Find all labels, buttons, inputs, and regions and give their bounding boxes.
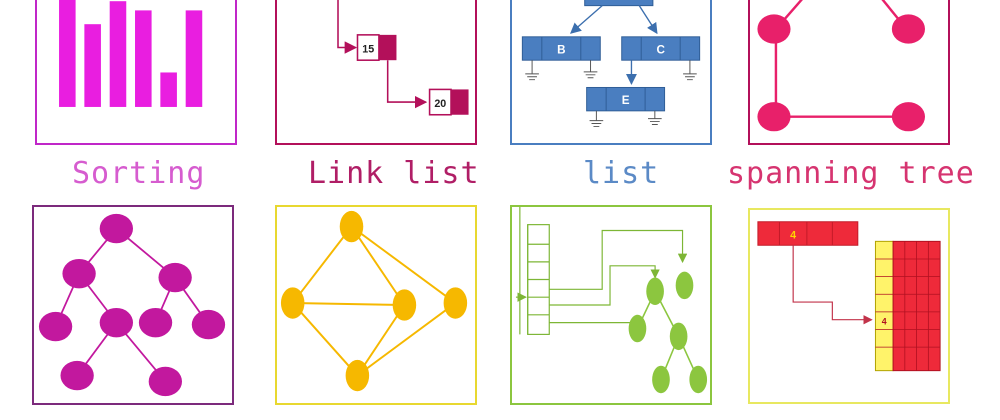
index-array bbox=[515, 207, 550, 335]
sort-bar bbox=[84, 24, 101, 107]
graph-node bbox=[757, 14, 791, 44]
tree-node-c: C bbox=[621, 36, 701, 61]
tree-list-diagram: B C E bbox=[521, 0, 701, 127]
null-ground-symbols bbox=[525, 60, 697, 127]
node-label: C bbox=[656, 43, 665, 56]
binary-tree-panel bbox=[32, 205, 234, 405]
sort-bar bbox=[109, 1, 127, 107]
graph-nodes bbox=[280, 210, 468, 392]
tree-edges bbox=[774, 0, 908, 118]
tree-nodes bbox=[38, 213, 226, 397]
hash-table-grid: 4 bbox=[874, 240, 941, 372]
caption-sorting: Sorting bbox=[72, 156, 206, 191]
tree-edges bbox=[636, 290, 699, 380]
hash-pointer bbox=[792, 245, 873, 325]
sorting-chart bbox=[59, 0, 203, 107]
bucket-value: 4 bbox=[790, 229, 796, 241]
spanning-tree-panel bbox=[748, 0, 950, 145]
sorting-panel bbox=[35, 0, 237, 145]
linked-list-panel: 15 20 bbox=[275, 0, 477, 145]
list-node-20: 20 bbox=[428, 88, 469, 116]
sort-bar bbox=[185, 10, 203, 107]
sort-bar bbox=[160, 72, 177, 107]
root-node bbox=[584, 0, 654, 7]
adjacency-tree-diagram bbox=[515, 207, 708, 394]
pointer-arrows bbox=[549, 229, 688, 324]
graph-node bbox=[891, 102, 925, 132]
spanning-tree-diagram bbox=[757, 0, 925, 132]
node-value: 20 bbox=[434, 98, 446, 110]
adjacency-tree-panel bbox=[510, 205, 712, 405]
graph-node bbox=[891, 14, 925, 44]
hash-table-panel: 4 4 bbox=[748, 208, 950, 404]
sort-bar bbox=[59, 0, 76, 107]
caption-list: list bbox=[583, 156, 660, 191]
link-arrow bbox=[337, 0, 358, 54]
linked-list-diagram: 15 20 bbox=[337, 0, 469, 116]
caption-link-list: Link list bbox=[308, 156, 480, 191]
tree-list-panel: B C E bbox=[510, 0, 712, 145]
cell-value: 4 bbox=[882, 317, 887, 327]
tree-node-e: E bbox=[586, 86, 666, 112]
hash-table-diagram: 4 4 bbox=[757, 221, 941, 372]
tree-node-b: B bbox=[521, 36, 601, 61]
graph-edges bbox=[291, 225, 456, 377]
tree-nodes bbox=[628, 271, 708, 394]
sort-bar bbox=[135, 10, 152, 107]
list-node-15: 15 bbox=[356, 34, 397, 61]
link-arrow bbox=[386, 60, 428, 109]
binary-tree-diagram bbox=[38, 213, 226, 397]
caption-spanning-tree: spanning tree bbox=[727, 156, 975, 191]
hash-bucket-row: 4 bbox=[757, 221, 859, 246]
graph-node bbox=[757, 102, 791, 132]
node-label: B bbox=[557, 43, 565, 56]
graph-diagram bbox=[280, 210, 468, 392]
graph-panel bbox=[275, 205, 477, 405]
node-value: 15 bbox=[362, 43, 374, 55]
node-label: E bbox=[622, 94, 630, 107]
tree-edges bbox=[54, 227, 210, 383]
